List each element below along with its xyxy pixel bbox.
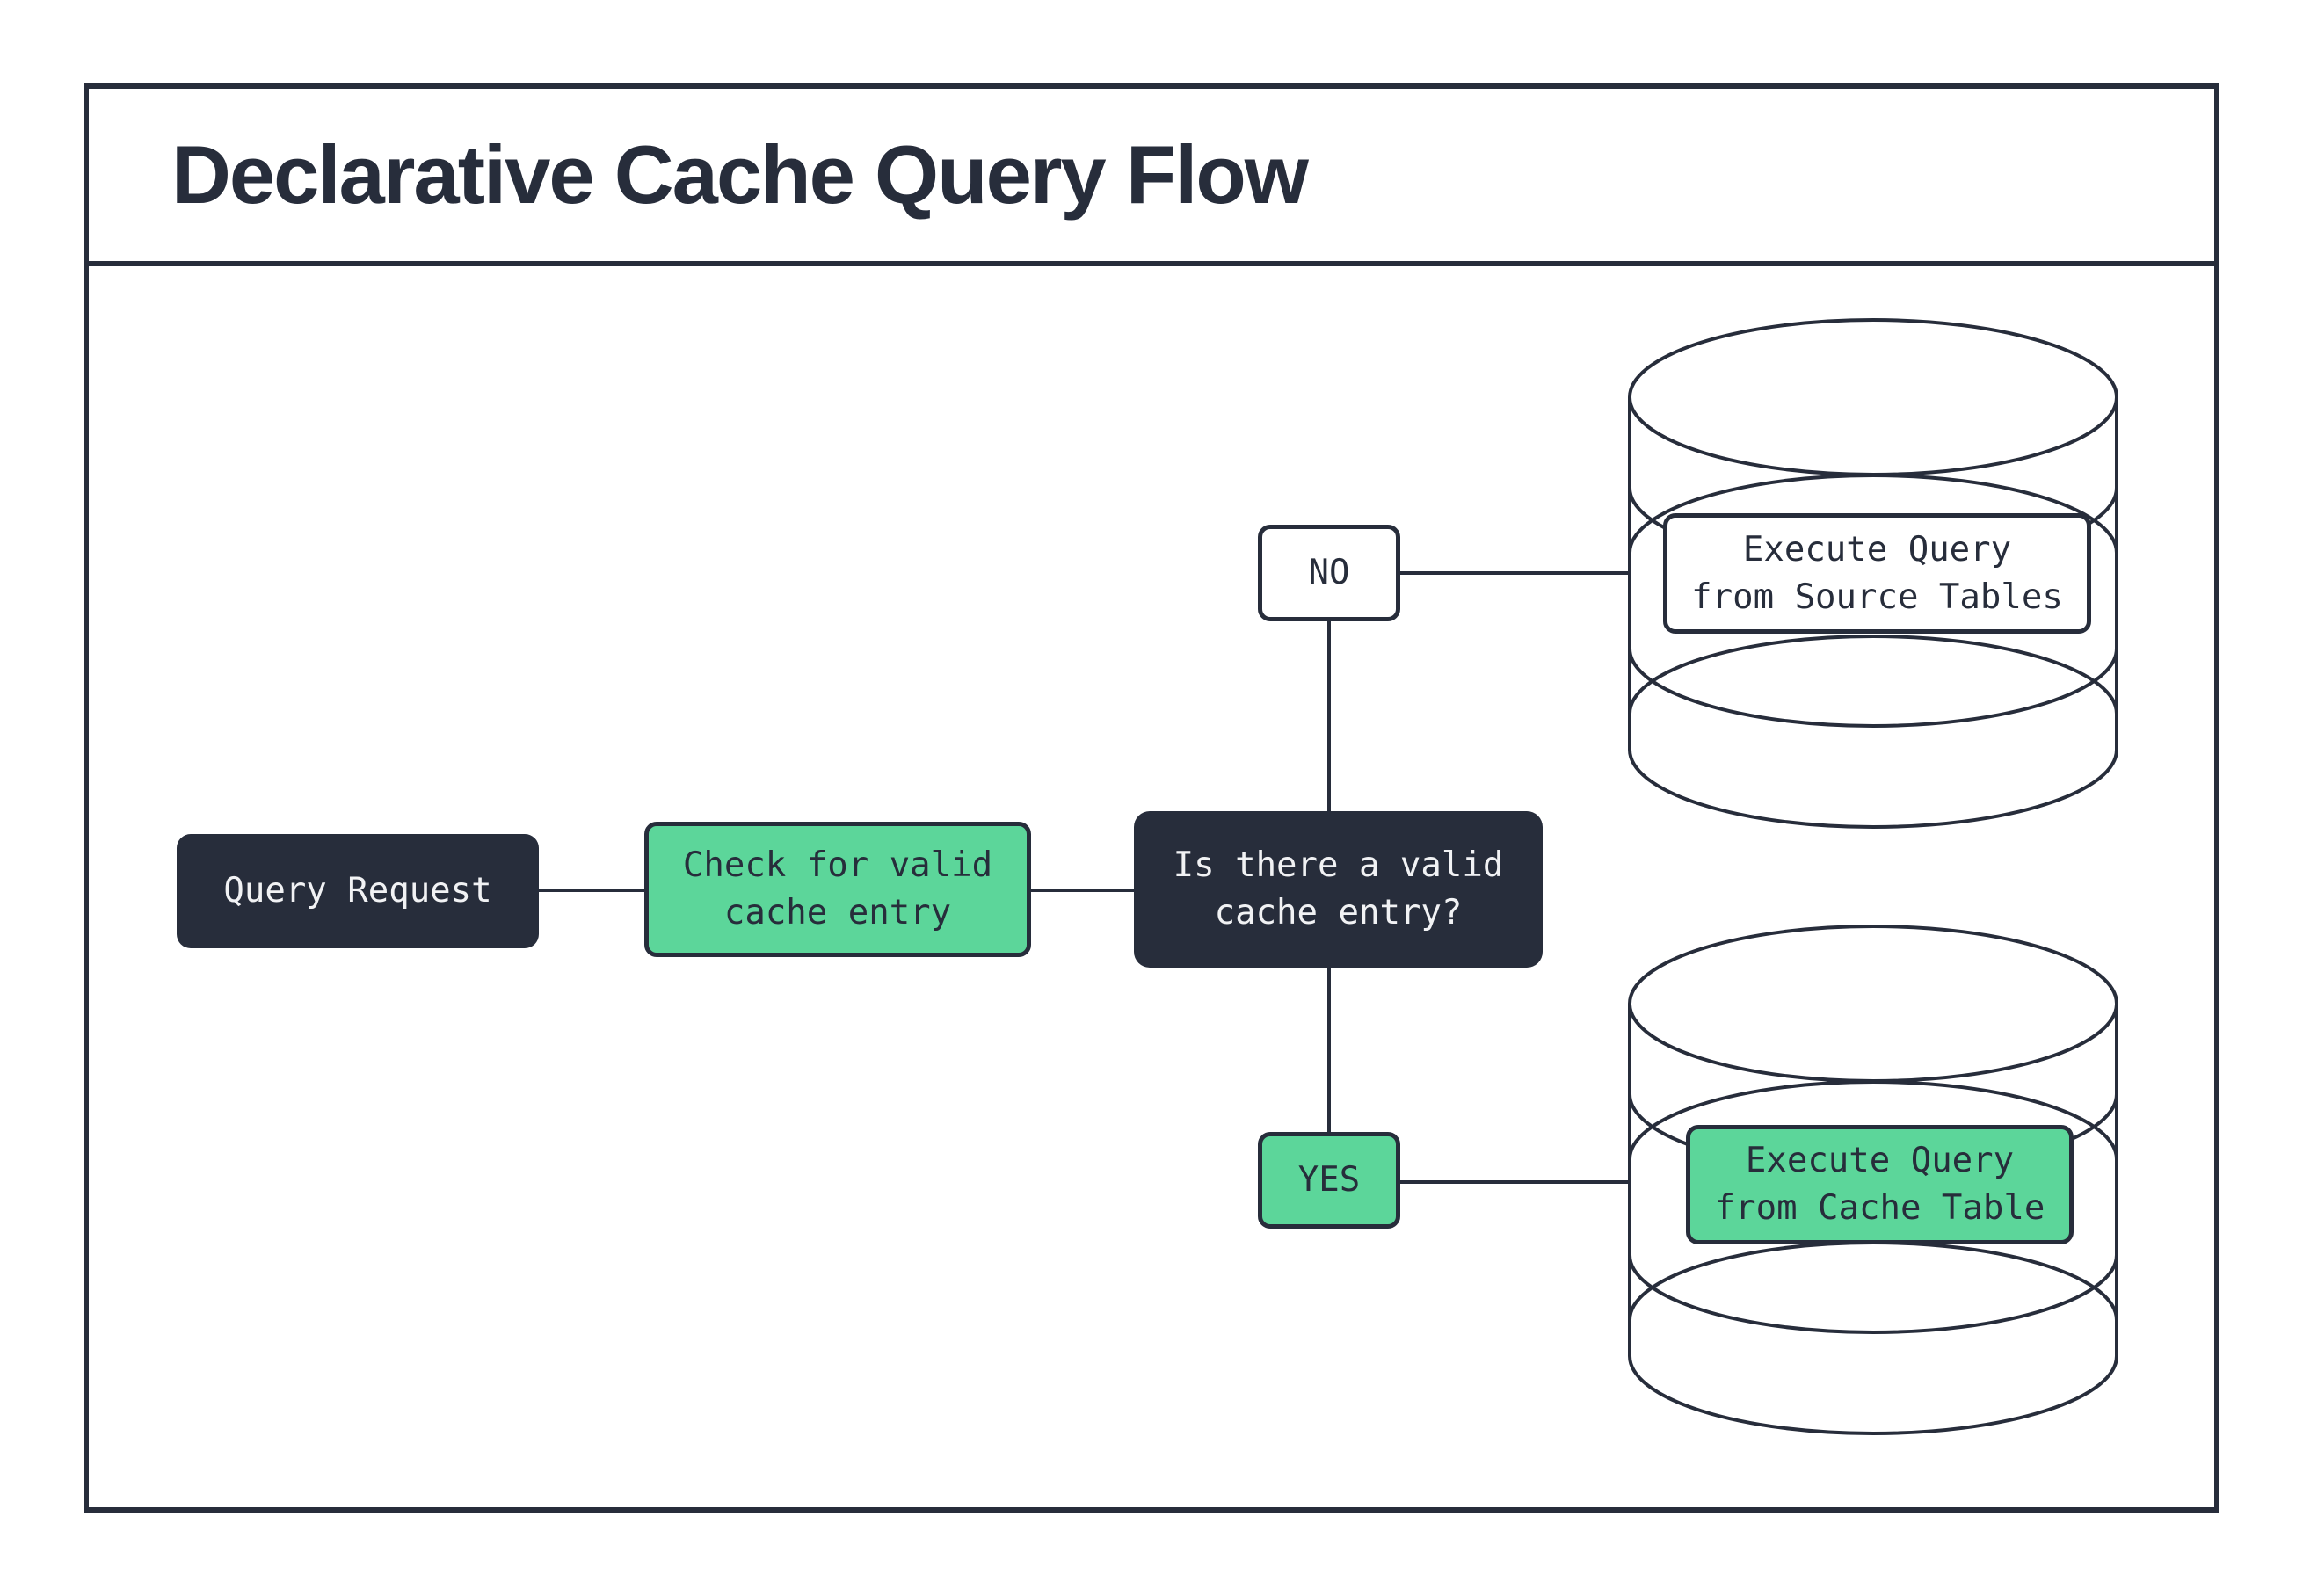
node-check-cache-line2: cache entry [723,893,952,932]
node-check-cache-line1: Check for valid [682,845,993,885]
node-query-request: Query Request [177,834,539,948]
node-execute-source-tables: Execute Query from Source Tables [1663,513,2091,634]
page-title: Declarative Cache Query Flow [171,128,1309,221]
node-execute-cache-line1: Execute Query [1745,1141,2015,1180]
node-execute-cache-line2: from Cache Table [1714,1188,2045,1228]
yes-label-text: YES [1297,1160,1361,1200]
node-no-label: NO [1258,525,1400,621]
node-decision-line1: Is there a valid [1173,845,1504,885]
node-check-cache: Check for valid cache entry [644,822,1031,957]
node-decision-line2: cache entry? [1214,893,1463,932]
connector-lines [539,571,1630,1184]
node-execute-source-line2: from Source Tables [1691,577,2063,617]
node-decision: Is there a valid cache entry? [1134,811,1543,968]
node-yes-label: YES [1258,1132,1400,1229]
title-bar: Declarative Cache Query Flow [89,89,2214,266]
node-query-request-label: Query Request [223,871,492,910]
node-execute-source-line1: Execute Query [1742,529,2012,569]
no-label-text: NO [1308,553,1350,592]
node-execute-cache-table: Execute Query from Cache Table [1686,1125,2074,1244]
